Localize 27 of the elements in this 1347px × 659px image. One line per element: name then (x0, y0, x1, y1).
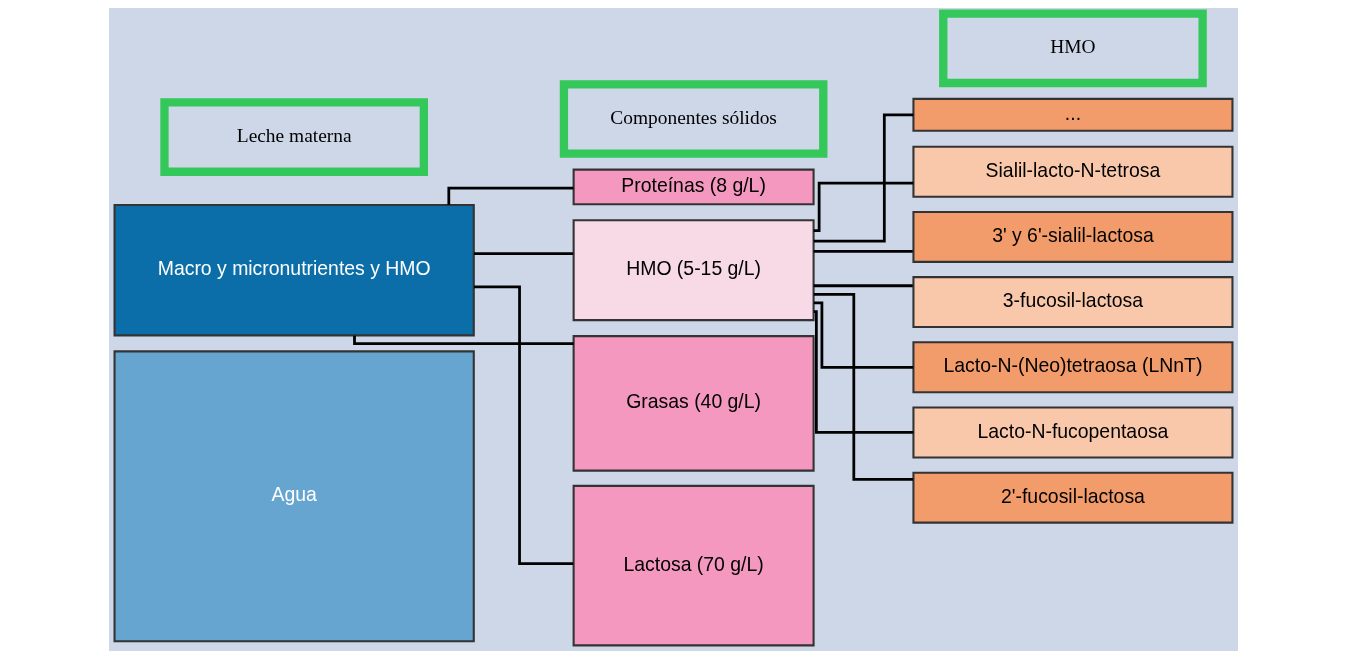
node-box: Lacto-N-fucopentaosa (912, 406, 1234, 459)
connector (813, 181, 914, 233)
node-box: Leche materna (160, 98, 428, 176)
node-box: 3' y 6'-sialil-lactosa (912, 210, 1234, 263)
connector (813, 310, 914, 434)
connector (447, 186, 574, 205)
connector (813, 113, 914, 243)
node-box: ... (912, 97, 1234, 132)
connector (813, 301, 914, 369)
connector (474, 252, 574, 255)
node-box: Lacto-N-(Neo)tetraosa (LNnT) (912, 341, 1234, 394)
node-box: Sialil-lacto-N-tetrosa (912, 145, 1234, 198)
node-box: Proteínas (8 g/L) (572, 168, 815, 206)
node-box: HMO (939, 9, 1207, 88)
node-box: 3-fucosil-lactosa (912, 276, 1234, 329)
node-box: Lactosa (70 g/L) (572, 484, 815, 647)
connector (353, 335, 574, 346)
connector (813, 250, 913, 253)
node-box: 2'-fucosil-lactosa (912, 471, 1234, 524)
node-box: HMO (5-15 g/L) (572, 219, 815, 322)
connector (473, 285, 574, 565)
node-box: Macro y micronutrientes y HMO (113, 204, 475, 337)
node-box: Grasas (40 g/L) (572, 335, 815, 472)
node-box: Agua (113, 350, 475, 643)
connector (813, 284, 913, 288)
node-box: Componentes sólidos (559, 80, 828, 158)
connector (813, 292, 914, 481)
